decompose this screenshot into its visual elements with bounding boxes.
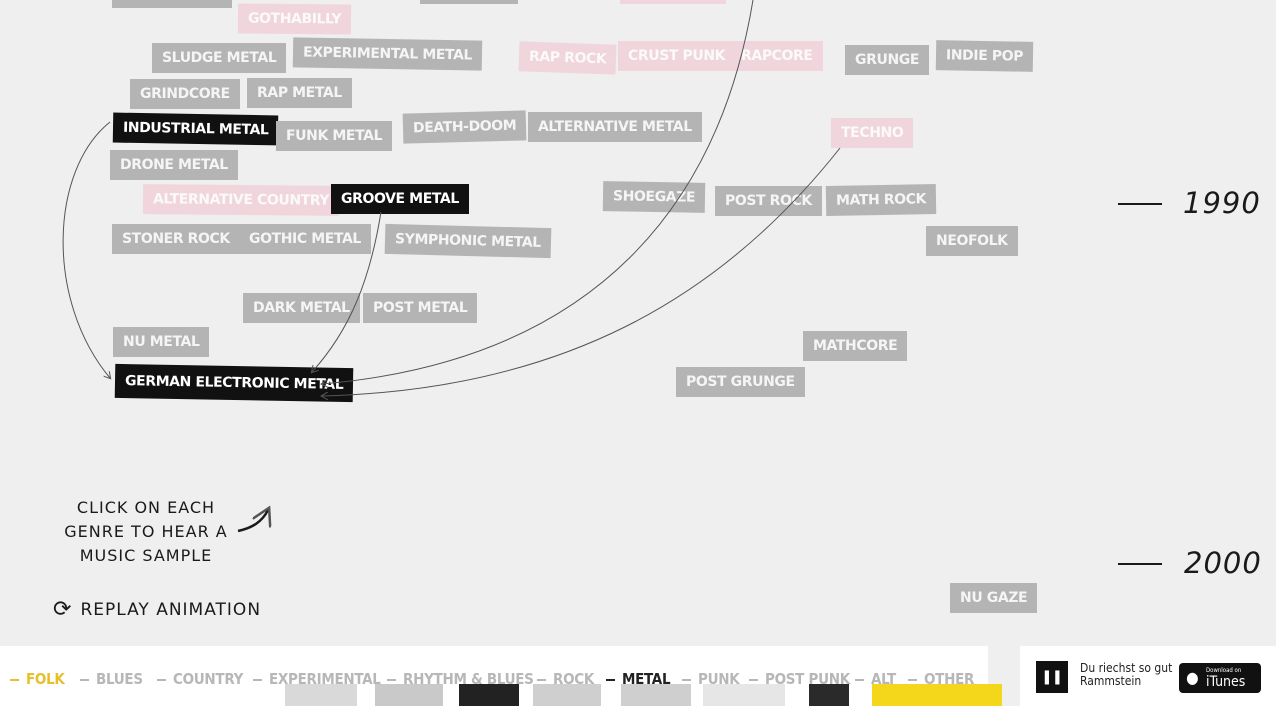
- nav-folk[interactable]: FOLK: [10, 670, 65, 688]
- arrow-groove-to-german: [312, 211, 382, 372]
- nav-rock[interactable]: ROCK: [537, 670, 594, 688]
- now-playing: Du riechst so gut Rammstein: [1080, 662, 1172, 688]
- click-hint: CLICK ON EACH GENRE TO HEAR A MUSIC SAMP…: [64, 498, 228, 565]
- genre-tag-nu-gaze[interactable]: NU GAZE: [950, 583, 1038, 613]
- ad-thumbnail[interactable]: [375, 684, 443, 706]
- genre-tag-gothic-metal[interactable]: GOTHIC METAL: [239, 224, 371, 254]
- genre-tag-cutoff[interactable]: [420, 0, 518, 4]
- timeline-year-2000: 2000: [1184, 546, 1262, 580]
- nav-metal[interactable]: METAL: [606, 670, 671, 688]
- ad-thumbnail[interactable]: [459, 684, 519, 706]
- nav-alt[interactable]: ALT: [855, 670, 896, 688]
- genre-tag-funk-metal[interactable]: FUNK METAL: [276, 121, 393, 151]
- nav-rhythm-blues[interactable]: RHYTHM & BLUES: [387, 670, 534, 688]
- genre-tag-alternative-metal[interactable]: ALTERNATIVE METAL: [528, 112, 702, 142]
- nav-other[interactable]: OTHER: [908, 670, 974, 688]
- arrow-techno-to-german: [322, 147, 841, 396]
- nav-experimental[interactable]: EXPERIMENTAL: [253, 670, 381, 688]
- genre-tag-crust-punk[interactable]: CRUST PUNK: [618, 41, 736, 71]
- arrow-industrial-to-german: [62, 121, 110, 378]
- genre-tag-nu-metal[interactable]: NU METAL: [113, 327, 210, 357]
- genre-tag-stoner-rock[interactable]: STONER ROCK: [112, 224, 240, 254]
- genre-tag-mathcore[interactable]: MATHCORE: [803, 331, 908, 361]
- nav-country[interactable]: COUNTRY: [157, 670, 243, 688]
- song-title: Du riechst so gut: [1080, 661, 1173, 675]
- audio-player: ❚❚ Du riechst so gut Rammstein ● Downloa…: [1020, 646, 1276, 706]
- ad-thumbnail[interactable]: [703, 684, 785, 706]
- itunes-label: iTunes: [1206, 674, 1246, 690]
- ad-thumbnail[interactable]: [809, 684, 849, 706]
- genre-tag-cutoff[interactable]: [620, 0, 726, 4]
- replay-label: REPLAY ANIMATION: [80, 599, 262, 620]
- genre-tag-post-metal[interactable]: POST METAL: [363, 293, 478, 323]
- genre-tag-grunge[interactable]: GRUNGE: [845, 45, 930, 75]
- genre-tag-neofolk[interactable]: NEOFOLK: [926, 226, 1018, 256]
- replay-animation-button[interactable]: ⟳ REPLAY ANIMATION: [53, 597, 261, 622]
- ad-yellow-banner[interactable]: [872, 684, 1002, 706]
- genre-tag-rapcore[interactable]: RAPCORE: [731, 41, 823, 71]
- timeline-year-1990: 1990: [1183, 186, 1261, 220]
- itunes-small-label: Download on: [1206, 667, 1242, 674]
- genre-tag-sludge-metal[interactable]: SLUDGE METAL: [152, 43, 287, 73]
- genre-tag-techno[interactable]: TECHNO: [831, 118, 914, 148]
- genre-tag-rap-metal[interactable]: RAP METAL: [247, 78, 352, 108]
- genre-tag-dark-metal[interactable]: DARK METAL: [243, 293, 360, 323]
- nav-blues[interactable]: BLUES: [80, 670, 143, 688]
- timeline-tick-2000: [1118, 563, 1162, 565]
- nav-punk[interactable]: PUNK: [682, 670, 740, 688]
- ad-banner[interactable]: [275, 684, 1002, 706]
- genre-tag-post-grunge[interactable]: POST GRUNGE: [676, 367, 805, 397]
- ad-thumbnail[interactable]: [533, 684, 601, 706]
- genre-tag-grindcore[interactable]: GRINDCORE: [130, 79, 240, 109]
- replay-icon: ⟳: [53, 597, 73, 622]
- ad-thumbnail[interactable]: [621, 684, 691, 706]
- timeline-tick-1990: [1118, 203, 1162, 205]
- genre-tag-drone-metal[interactable]: DRONE METAL: [110, 150, 238, 180]
- nav-post-punk[interactable]: POST PUNK: [749, 670, 850, 688]
- pause-button[interactable]: ❚❚: [1036, 661, 1068, 693]
- song-artist: Rammstein: [1080, 674, 1142, 688]
- pause-icon: ❚❚: [1041, 669, 1063, 685]
- genre-tag-groove-metal[interactable]: GROOVE METAL: [331, 184, 469, 214]
- apple-icon: ●: [1186, 668, 1199, 687]
- genre-tag-cutoff[interactable]: [112, 0, 232, 8]
- hint-arrow: [237, 510, 268, 533]
- arrow-rapcore-to-german: [322, 0, 754, 384]
- itunes-button[interactable]: ● Download on iTunes: [1179, 663, 1261, 693]
- ad-thumbnail[interactable]: [285, 684, 357, 706]
